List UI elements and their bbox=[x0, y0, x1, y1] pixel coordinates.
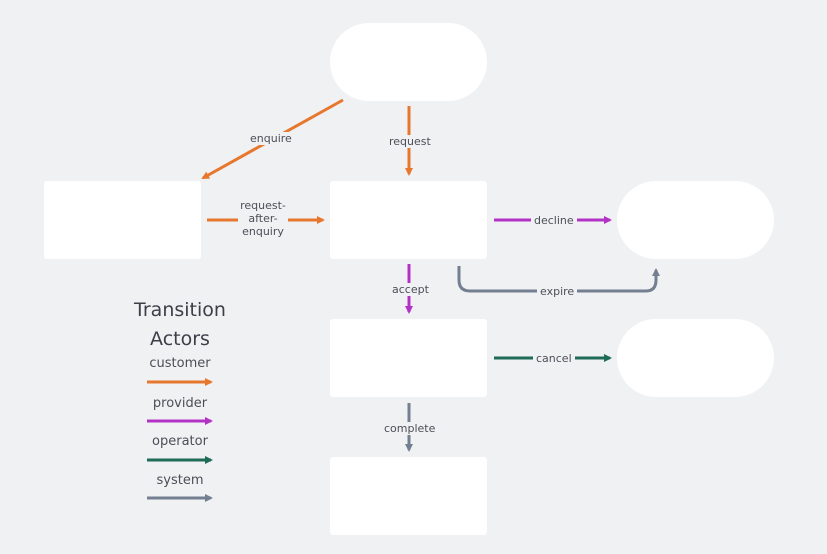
legend-title-line2: Actors bbox=[150, 328, 210, 350]
label-complete: complete bbox=[381, 422, 439, 435]
label-accept: accept bbox=[389, 283, 432, 296]
state-completed bbox=[330, 457, 487, 535]
legend-item-system: system bbox=[156, 473, 204, 488]
state-declined bbox=[617, 181, 774, 259]
state-requested bbox=[330, 181, 487, 259]
legend-item-customer: customer bbox=[149, 356, 211, 371]
state-enquired bbox=[44, 181, 201, 259]
state-accepted bbox=[330, 319, 487, 397]
legend-item-operator: operator bbox=[152, 434, 208, 449]
state-initial bbox=[330, 23, 487, 101]
state-cancelled bbox=[617, 319, 774, 397]
legend-item-provider: provider bbox=[152, 396, 208, 411]
label-request: request bbox=[386, 135, 434, 148]
label-expire: expire bbox=[537, 285, 578, 298]
label-enquire: enquire bbox=[247, 132, 295, 145]
label-request-after-enquiry: request- after- enquiry bbox=[238, 199, 288, 238]
label-cancel: cancel bbox=[533, 352, 575, 365]
label-request-after-enquiry-line2: after- bbox=[248, 212, 278, 225]
label-decline: decline bbox=[531, 214, 577, 227]
label-request-after-enquiry-line1: request- bbox=[240, 199, 286, 212]
label-request-after-enquiry-line3: enquiry bbox=[242, 225, 284, 238]
legend-title-line1: Transition bbox=[134, 299, 226, 321]
